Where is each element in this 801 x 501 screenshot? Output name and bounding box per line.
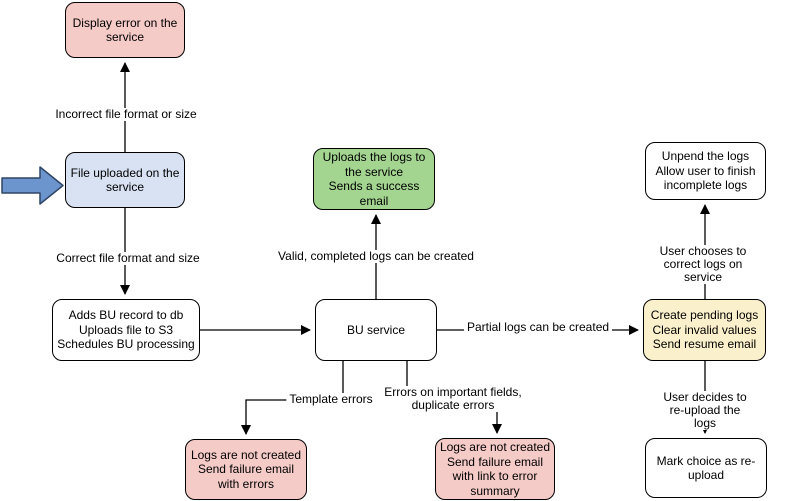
edge-label-incorrect-format: Incorrect file format or size xyxy=(52,108,200,121)
edge-label-user-reuploads: User decides to re-upload the logs xyxy=(657,391,753,430)
edge-label-user-corrects: User chooses to correct logs on service xyxy=(654,245,752,284)
node-mark-reupload: Mark choice as re- upload xyxy=(645,438,767,498)
edge-label-partial-logs: Partial logs can be created xyxy=(463,321,613,334)
node-create-pending: Create pending logs Clear invalid values… xyxy=(643,299,766,361)
edge-label-important-field-errors: Errors on important fields, duplicate er… xyxy=(381,386,525,412)
node-unpend-logs: Unpend the logs Allow user to finish inc… xyxy=(645,142,766,200)
edge-label-template-errors: Template errors xyxy=(286,393,376,406)
entry-arrow-icon xyxy=(1,166,64,205)
node-file-uploaded: File uploaded on the service xyxy=(65,152,185,208)
edge-label-correct-format: Correct file format and size xyxy=(53,252,203,265)
edge-label-valid-logs: Valid, completed logs can be created xyxy=(275,250,477,263)
node-bu-service: BU service xyxy=(315,299,437,361)
node-upload-success: Uploads the logs to the service Sends a … xyxy=(313,148,435,210)
node-display-error: Display error on the service xyxy=(65,2,185,58)
node-fail-fields: Logs are not created Send failure email … xyxy=(435,438,555,500)
node-fail-template: Logs are not created Send failure email … xyxy=(185,439,307,500)
node-adds-bu-record: Adds BU record to db Uploads file to S3 … xyxy=(52,299,200,361)
